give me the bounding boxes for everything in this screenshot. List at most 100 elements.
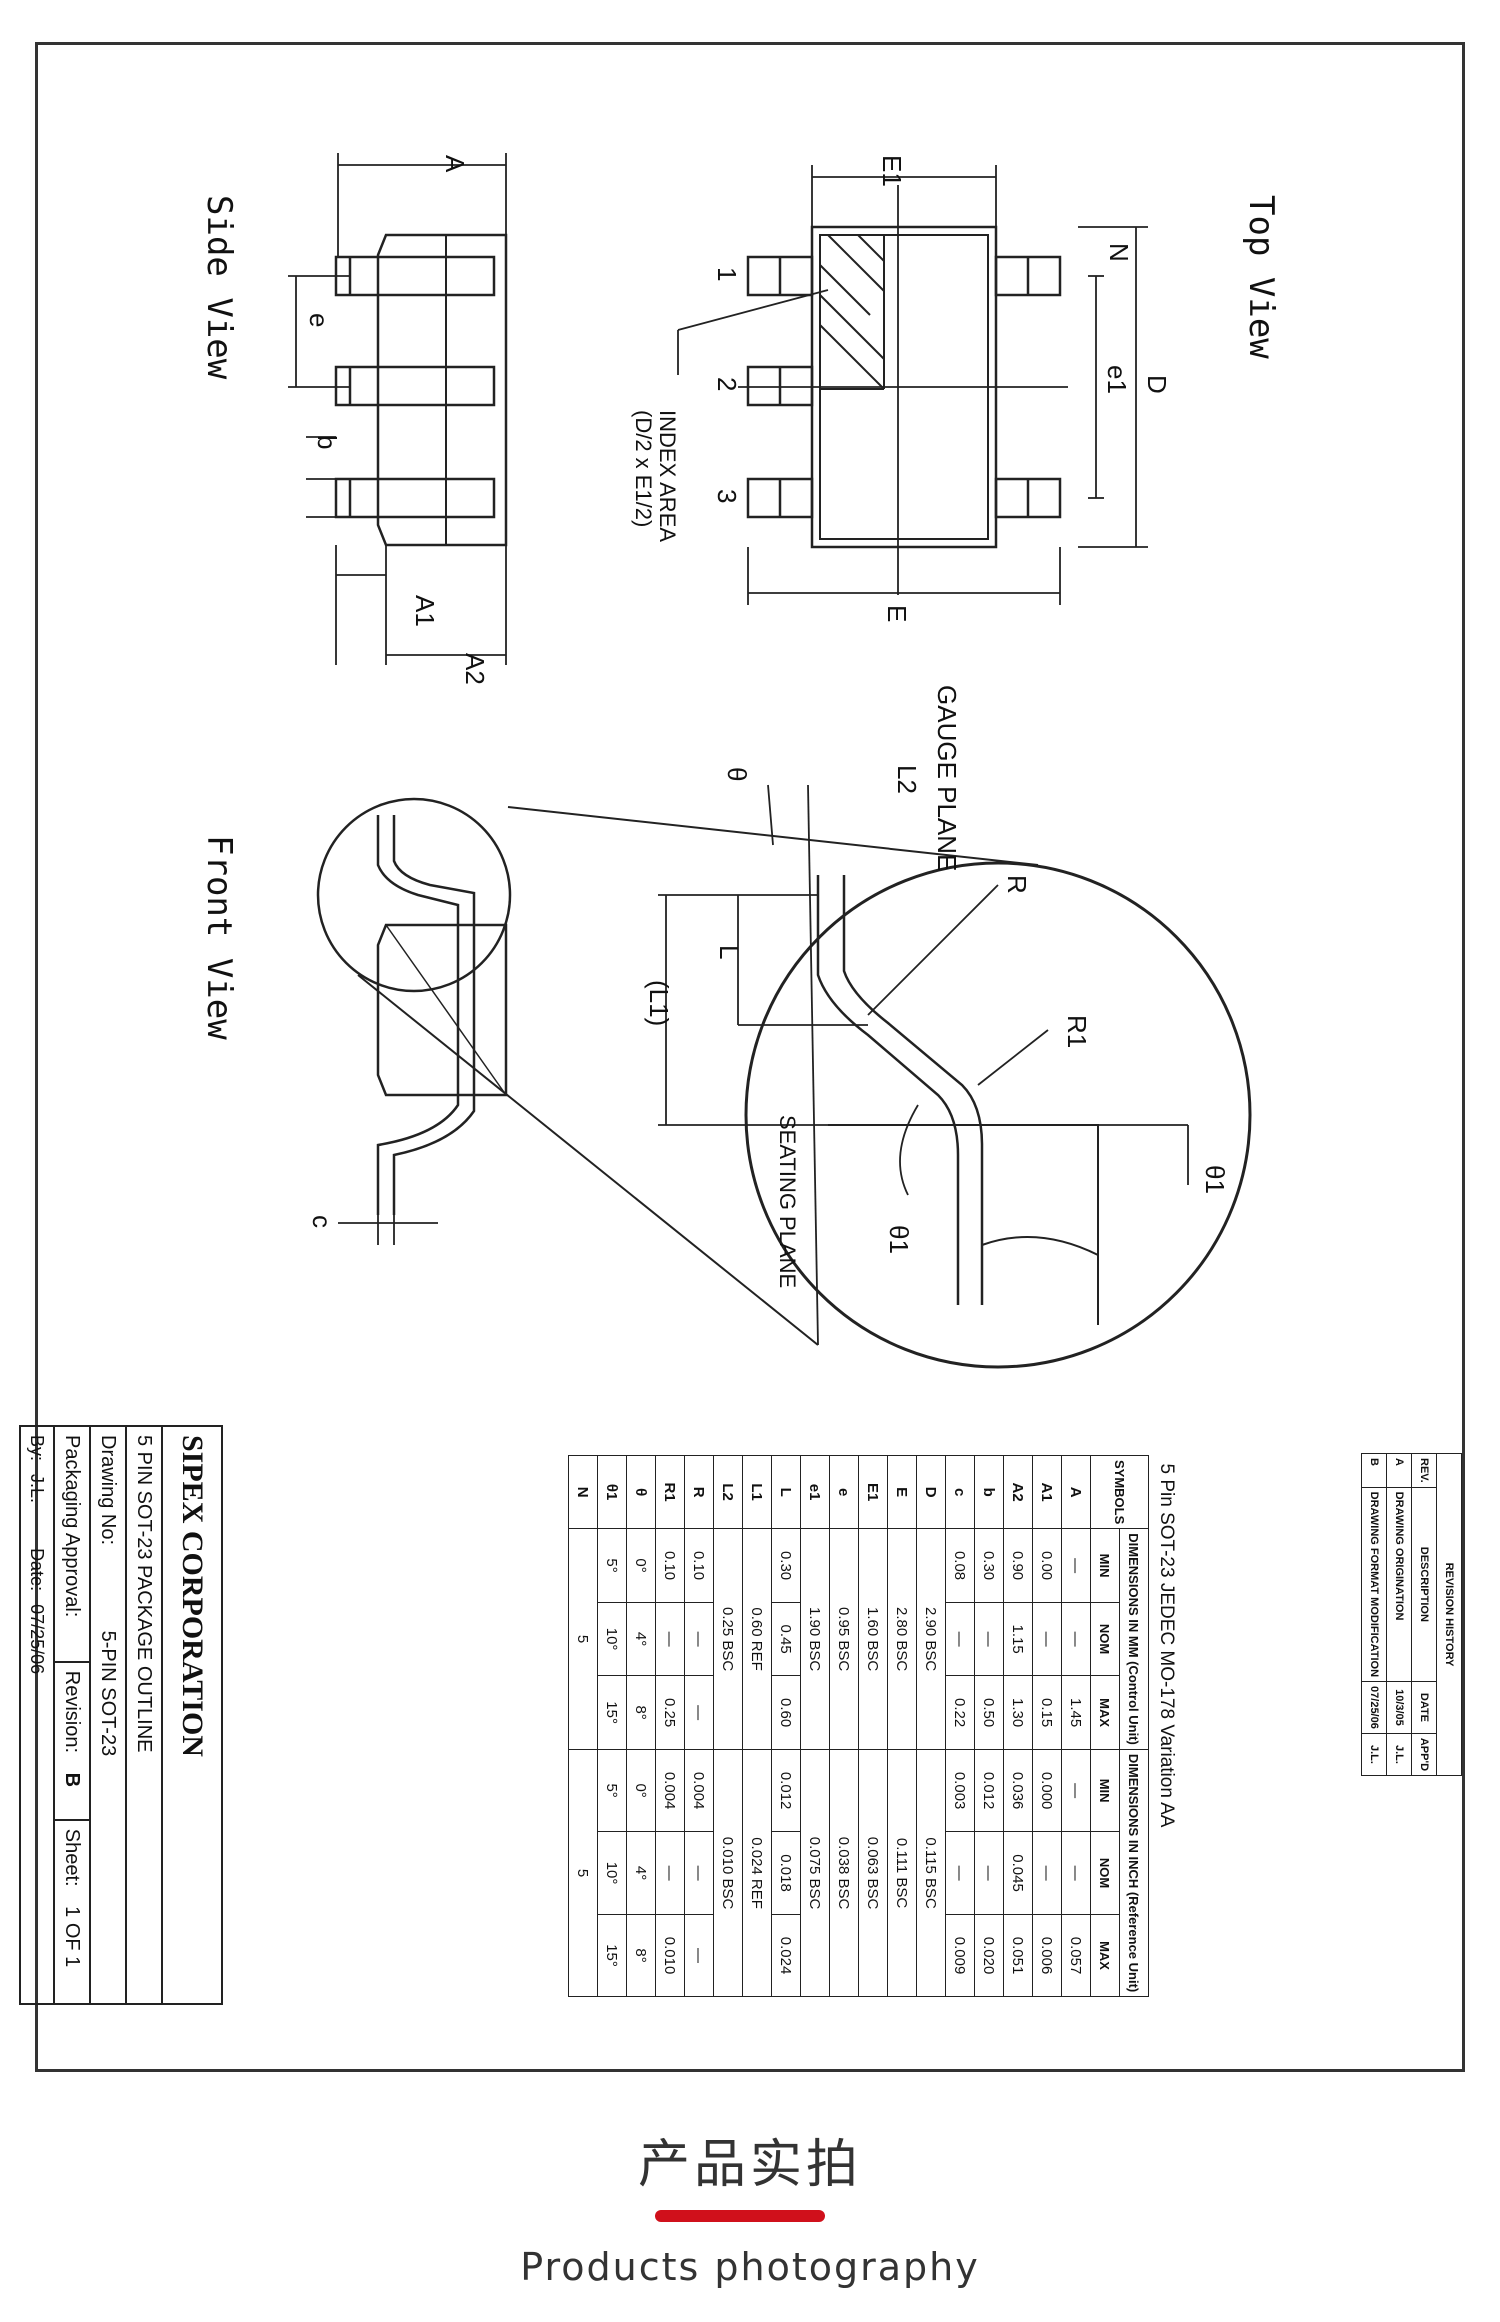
sub-header: NOM (1090, 1831, 1120, 1915)
date-header: DATE (1411, 1681, 1437, 1734)
mm-span-cell: 0.25 BSC (713, 1528, 743, 1750)
mm-span-cell: 0.95 BSC (829, 1528, 859, 1750)
dim-N: N (1104, 243, 1134, 262)
dimension-table-title: 5 Pin SOT-23 JEDEC MO-178 Variation AA (1156, 1463, 1177, 1828)
drawing-no-value: 5-PIN SOT-23 (97, 1630, 120, 1757)
mm-span-cell: 2.90 BSC (916, 1528, 946, 1750)
inch-value-cell: 0.004 (655, 1749, 685, 1832)
dim-L2: L2 (892, 765, 922, 794)
seating-plane-label: SEATING PLANE (775, 1115, 800, 1288)
inch-value-cell: 0.018 (771, 1831, 801, 1915)
symbol-cell: D (916, 1455, 946, 1529)
mm-value-cell: 0.15 (1032, 1675, 1062, 1750)
symbol-cell: c (945, 1455, 975, 1529)
front-view-labels: Front View c GAUGE PLANE L2 θ R R1 L (L1… (199, 685, 1230, 1288)
top-view-title: Top View (1241, 195, 1281, 359)
inch-value-cell: 0.045 (1003, 1831, 1033, 1915)
drawing-no-label: Drawing No: (97, 1435, 120, 1546)
inch-span-cell: 0.024 REF (742, 1749, 772, 1997)
inch-value-cell: 0.051 (1003, 1914, 1033, 1997)
mm-value-cell: 10° (597, 1602, 627, 1676)
symbol-cell: L (771, 1455, 801, 1529)
date-cell: 10/3/05 (1386, 1681, 1412, 1734)
inch-span-cell: 0.010 BSC (713, 1749, 743, 1997)
inch-value-cell: 15° (597, 1914, 627, 1997)
side-view-labels: Side View A e b A1 A2 (199, 155, 490, 685)
appd-cell: J.L. (1386, 1733, 1412, 1776)
inch-value-cell: 0.000 (1032, 1749, 1062, 1832)
title-block-wrapper: SIPEX CORPORATION 5 PIN SOT-23 PACKAGE O… (19, 1425, 223, 2005)
symbol-cell: N (568, 1455, 598, 1529)
inch-span-cell: 5 (568, 1749, 598, 1997)
sheet-cell: Sheet: 1 OF 1 (54, 1819, 90, 2004)
inch-value-cell: 0.036 (1003, 1749, 1033, 1832)
dim-D: D (1142, 375, 1172, 394)
dim-E: E (882, 605, 912, 622)
company-name: SIPEX CORPORATION (162, 1426, 222, 2004)
dim-L1: (L1) (644, 980, 674, 1026)
inch-value-cell: 0° (626, 1749, 656, 1832)
inch-span-cell: 0.115 BSC (916, 1749, 946, 1997)
sheet-label: Sheet: (61, 1828, 84, 1887)
inch-value-cell: 0.009 (945, 1914, 975, 1997)
mm-value-cell: 0.08 (945, 1528, 975, 1603)
symbol-cell: A1 (1032, 1455, 1062, 1529)
inch-value-cell: 0.057 (1061, 1914, 1091, 1997)
symbol-cell: b (974, 1455, 1004, 1529)
rev-header: REV. (1411, 1453, 1437, 1488)
inch-value-cell: 0.012 (771, 1749, 801, 1832)
footer-title-cn: 产品实拍 (637, 2135, 862, 2195)
mm-value-cell: 0.30 (974, 1528, 1004, 1603)
dim-b: b (312, 435, 342, 449)
package-outline-title: 5 PIN SOT-23 PACKAGE OUTLINE (126, 1426, 162, 2004)
mm-value-cell: — (974, 1602, 1004, 1676)
inch-value-cell: — (1032, 1831, 1062, 1915)
description-cell: DRAWING FORMAT MODIFICATION (1361, 1487, 1387, 1682)
revision-row: A DRAWING ORIGINATION 10/3/05 J.L. (1386, 1453, 1412, 1776)
date-label: Date: (27, 1548, 48, 1592)
mm-value-cell: 1.45 (1061, 1675, 1091, 1750)
dimension-table-wrapper: 5 Pin SOT-23 JEDEC MO-178 Variation AA S… (568, 1455, 1183, 1997)
symbol-cell: A2 (1003, 1455, 1033, 1529)
dimension-table: 5 Pin SOT-23 JEDEC MO-178 Variation AA S… (568, 1455, 1183, 1997)
inch-span-cell: 0.063 BSC (858, 1749, 888, 1997)
inch-value-cell: 0.004 (684, 1749, 714, 1832)
dim-e: e (304, 313, 334, 327)
symbol-cell: e1 (800, 1455, 830, 1529)
mm-value-cell: — (684, 1675, 714, 1750)
mm-value-cell: 0.50 (974, 1675, 1004, 1750)
sub-header: MAX (1090, 1675, 1120, 1750)
inch-value-cell: 5° (597, 1749, 627, 1832)
symbol-cell: R1 (655, 1455, 685, 1529)
inch-value-cell: 10° (597, 1831, 627, 1915)
footer-accent-bar (655, 2210, 825, 2222)
mm-value-cell: — (1032, 1602, 1062, 1676)
revision-history-table: REVISION HISTORY REV. DESCRIPTION DATE A… (1361, 1453, 1462, 1776)
dim-R: R (1002, 875, 1032, 894)
dim-theta1-outer: θ1 (1200, 1165, 1230, 1194)
mm-span-cell: 0.60 REF (742, 1528, 772, 1750)
inch-span-cell: 0.075 BSC (800, 1749, 830, 1997)
date-cell: 07/25/06 (1361, 1681, 1387, 1734)
inch-value-cell: 8° (626, 1914, 656, 1997)
mm-value-cell: 5° (597, 1528, 627, 1603)
footer-title-en: Products photography (520, 2245, 980, 2289)
pin-2-label: 2 (712, 377, 742, 391)
symbol-cell: θ (626, 1455, 656, 1529)
top-view-labels: Top View E1 D E e1 N 1 2 3 INDEX AREA (D… (631, 155, 1281, 622)
mm-value-cell: 0.25 (655, 1675, 685, 1750)
symbol-cell: A (1061, 1455, 1091, 1529)
inch-value-cell: 0.020 (974, 1914, 1004, 1997)
sheet-value: 1 OF 1 (61, 1906, 84, 1968)
mm-header: DIMENSIONS IN MM (Control Unit) (1119, 1528, 1149, 1750)
revision-cell: Revision: B (54, 1661, 90, 1820)
